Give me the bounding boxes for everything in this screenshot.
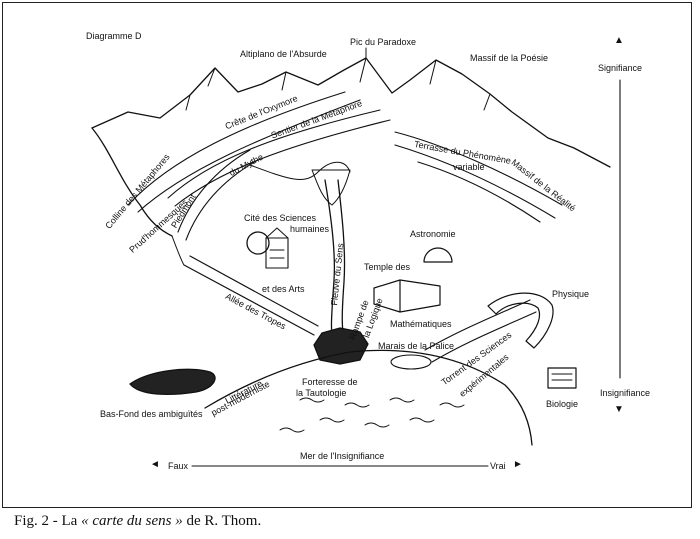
label-mer: Mer de l'Insignifiance (300, 451, 385, 461)
label-pic: Pic du Paradoxe (350, 37, 417, 47)
left-slope (91, 127, 173, 237)
sense-map-drawing (91, 47, 621, 467)
fortress (313, 327, 369, 365)
label-terrasse-2: variable (453, 162, 485, 172)
left-arrow-icon: ◄ (150, 459, 160, 470)
label-marais: Marais de la Palice (378, 341, 455, 351)
river-source (311, 169, 351, 206)
diagram-title: Diagramme D (86, 31, 142, 41)
right-arrow-icon: ► (513, 459, 523, 470)
label-forteresse-2: la Tautologie (296, 388, 347, 398)
marais-pond (390, 354, 432, 370)
metaphor-path (167, 109, 391, 207)
allee-path (183, 255, 319, 336)
sea-waves (279, 397, 465, 433)
city-building (265, 237, 289, 269)
down-arrow-icon: ▼ (614, 404, 624, 415)
label-massif-poesie: Massif de la Poésie (470, 53, 549, 63)
label-forteresse-1: Forteresse de (302, 377, 358, 387)
astronomy-dome (423, 247, 453, 263)
island-edge (204, 349, 533, 446)
crest-band (127, 91, 361, 213)
city-roofs (265, 227, 289, 259)
label-astronomie: Astronomie (410, 229, 456, 239)
temple-building (373, 279, 441, 313)
caption-suffix: de R. Thom. (182, 513, 262, 529)
figure-caption: Fig. 2 - La « carte du sens » de R. Thom… (14, 513, 261, 530)
label-bas-fond: Bas-Fond des ambiguïtés (100, 409, 203, 419)
axis-right-label: Vrai (490, 461, 506, 471)
label-biologie: Biologie (546, 399, 579, 409)
diagram-frame (2, 2, 692, 508)
label-altiplano: Altiplano de l'Absurde (240, 49, 327, 59)
biology-box-detail (551, 373, 573, 381)
caption-prefix: Fig. 2 - La (14, 513, 82, 529)
left-valley (171, 235, 185, 266)
ridge-shading (185, 57, 491, 111)
bas-fond-blob (129, 368, 216, 396)
label-mathematiques: Mathématiques (390, 319, 452, 329)
right-terraces (394, 131, 563, 223)
label-physique: Physique (552, 289, 590, 299)
up-arrow-icon: ▲ (614, 35, 624, 46)
mountain-ridge (91, 57, 611, 168)
city-dome (246, 231, 270, 255)
label-cite-2: humaines (290, 224, 330, 234)
piedmont-curves (177, 149, 259, 241)
label-cite-3: et des Arts (262, 284, 305, 294)
label-temple: Temple des (364, 262, 411, 272)
myth-valley (249, 161, 351, 180)
axis-left-label: Faux (168, 461, 189, 471)
torrent (424, 299, 537, 363)
river-of-sense (324, 179, 346, 343)
axis-up-label: Signifiance (598, 63, 643, 73)
axis-down-label: Insignifiance (600, 388, 651, 398)
label-cite-1: Cité des Sciences (244, 213, 317, 223)
biology-box (547, 367, 577, 389)
physics-horseshoe (487, 292, 554, 349)
caption-title: « carte du sens » (81, 513, 183, 529)
